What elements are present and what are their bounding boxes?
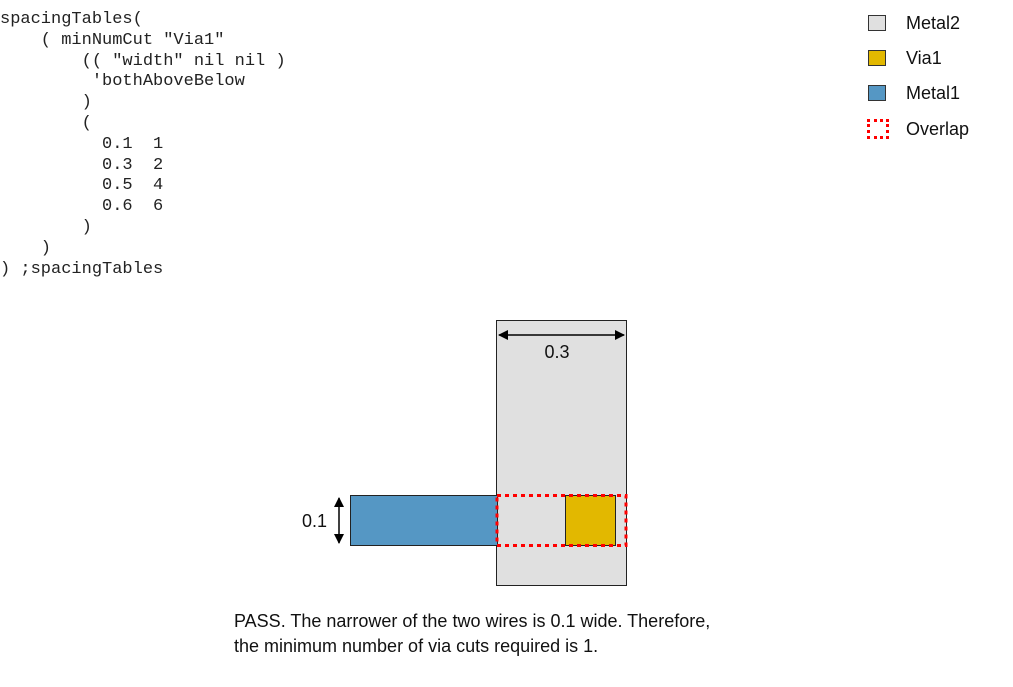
legend-label: Metal1 <box>906 82 961 103</box>
code-line: 0.5 4 <box>0 176 164 196</box>
code-line: (( "width" nil nil ) <box>0 51 286 71</box>
legend-label: Metal2 <box>906 12 961 33</box>
code-line: 'bothAboveBelow <box>0 72 245 92</box>
via1-cut <box>565 495 616 546</box>
result-caption: PASS. The narrower of the two wires is 0… <box>234 609 710 659</box>
code-line: ) <box>0 217 92 237</box>
code-line: 0.1 1 <box>0 134 164 154</box>
code-line: 0.6 6 <box>0 197 164 217</box>
legend-label: Via1 <box>906 47 942 68</box>
metal2-swatch <box>868 15 886 31</box>
code-line: ( <box>0 113 92 133</box>
via1-swatch <box>868 50 886 66</box>
caption-line: PASS. The narrower of the two wires is 0… <box>234 611 711 631</box>
code-line: ) <box>0 238 52 258</box>
caption-line: the minimum number of via cuts required … <box>234 636 599 656</box>
code-line: spacingTables( <box>0 10 143 29</box>
overlap-outline <box>495 494 628 547</box>
legend-label: Overlap <box>906 118 970 139</box>
metal1-width-label: 0.1 <box>302 511 327 531</box>
legend-item-overlap: Overlap <box>867 118 970 140</box>
rule-code-block: spacingTables( ( minNumCut "Via1" (( "wi… <box>0 10 286 280</box>
code-line: ) ;spacingTables <box>0 259 164 279</box>
legend-item-via1: Via1 <box>868 47 942 69</box>
legend-item-metal2: Metal2 <box>868 12 960 34</box>
legend-item-metal1: Metal1 <box>868 82 960 104</box>
metal1-swatch <box>868 85 886 101</box>
metal2-width-label: 0.3 <box>544 342 569 362</box>
metal1-wire <box>350 495 498 546</box>
code-line: ( minNumCut "Via1" <box>0 30 225 50</box>
overlap-swatch <box>867 119 889 139</box>
code-line: ) <box>0 93 92 113</box>
code-line: 0.3 2 <box>0 155 164 175</box>
